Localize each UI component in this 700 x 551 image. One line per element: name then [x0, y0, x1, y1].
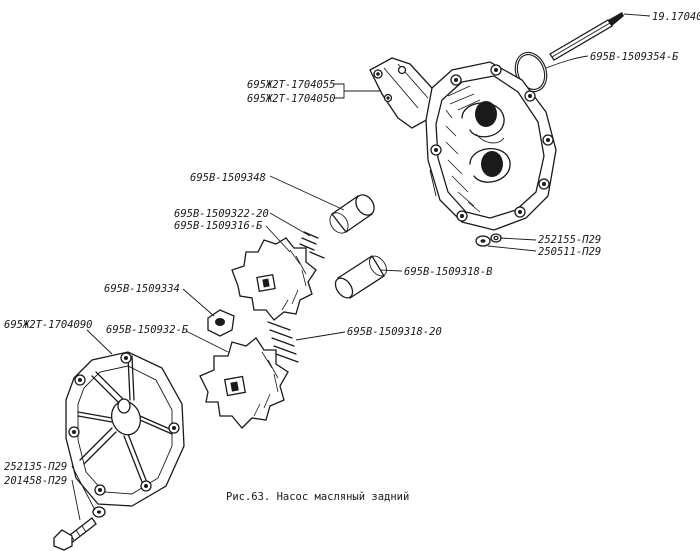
label-pin-rollers: 695В-1509316-Б	[174, 220, 263, 232]
bolt-washer-bottom-part	[53, 506, 106, 551]
label-axle: 695В-1509318-В	[404, 266, 493, 278]
label-bracket-b: 695Ж2Т-1704050	[247, 93, 336, 105]
small-pins-part	[299, 231, 325, 259]
label-washer-bottom: 252135-П29	[4, 461, 67, 473]
label-o-ring: 695В-1509354-Б	[590, 51, 679, 63]
cover-part	[65, 351, 185, 507]
pump-housing-part	[425, 61, 557, 231]
rod-part	[549, 12, 624, 61]
lower-gear-part	[199, 337, 289, 429]
needle-rollers-part	[267, 321, 299, 363]
axle-part	[334, 255, 387, 299]
label-nut-top: 250511-П29	[538, 246, 601, 258]
bracket-part	[369, 57, 433, 129]
label-bolt-bottom: 201458-П29	[4, 475, 67, 487]
label-sleeve: 695В-1509348	[190, 172, 266, 184]
label-bracket-a: 695Ж2Т-1704055	[247, 79, 336, 91]
leader-lines	[71, 13, 651, 521]
nut-part	[207, 309, 235, 337]
label-nut: 695В-1509334	[104, 283, 180, 295]
label-gear: 695В-150932-Б	[106, 324, 189, 336]
label-washer-top: 252155-П29	[538, 234, 601, 246]
upper-gear-part	[231, 237, 317, 321]
label-needles: 695В-1509318-20	[347, 326, 442, 338]
o-ring-part	[514, 51, 548, 93]
label-pin-small: 695В-1509322-20	[174, 208, 269, 220]
figure-caption: Рис.63. Насос масляный задний	[226, 491, 409, 503]
washer-nut-top-part	[475, 233, 502, 247]
label-cover: 695Ж2Т-1704090	[4, 319, 93, 331]
label-rod: 19.1704072	[652, 11, 700, 23]
sleeve-part	[329, 194, 375, 234]
